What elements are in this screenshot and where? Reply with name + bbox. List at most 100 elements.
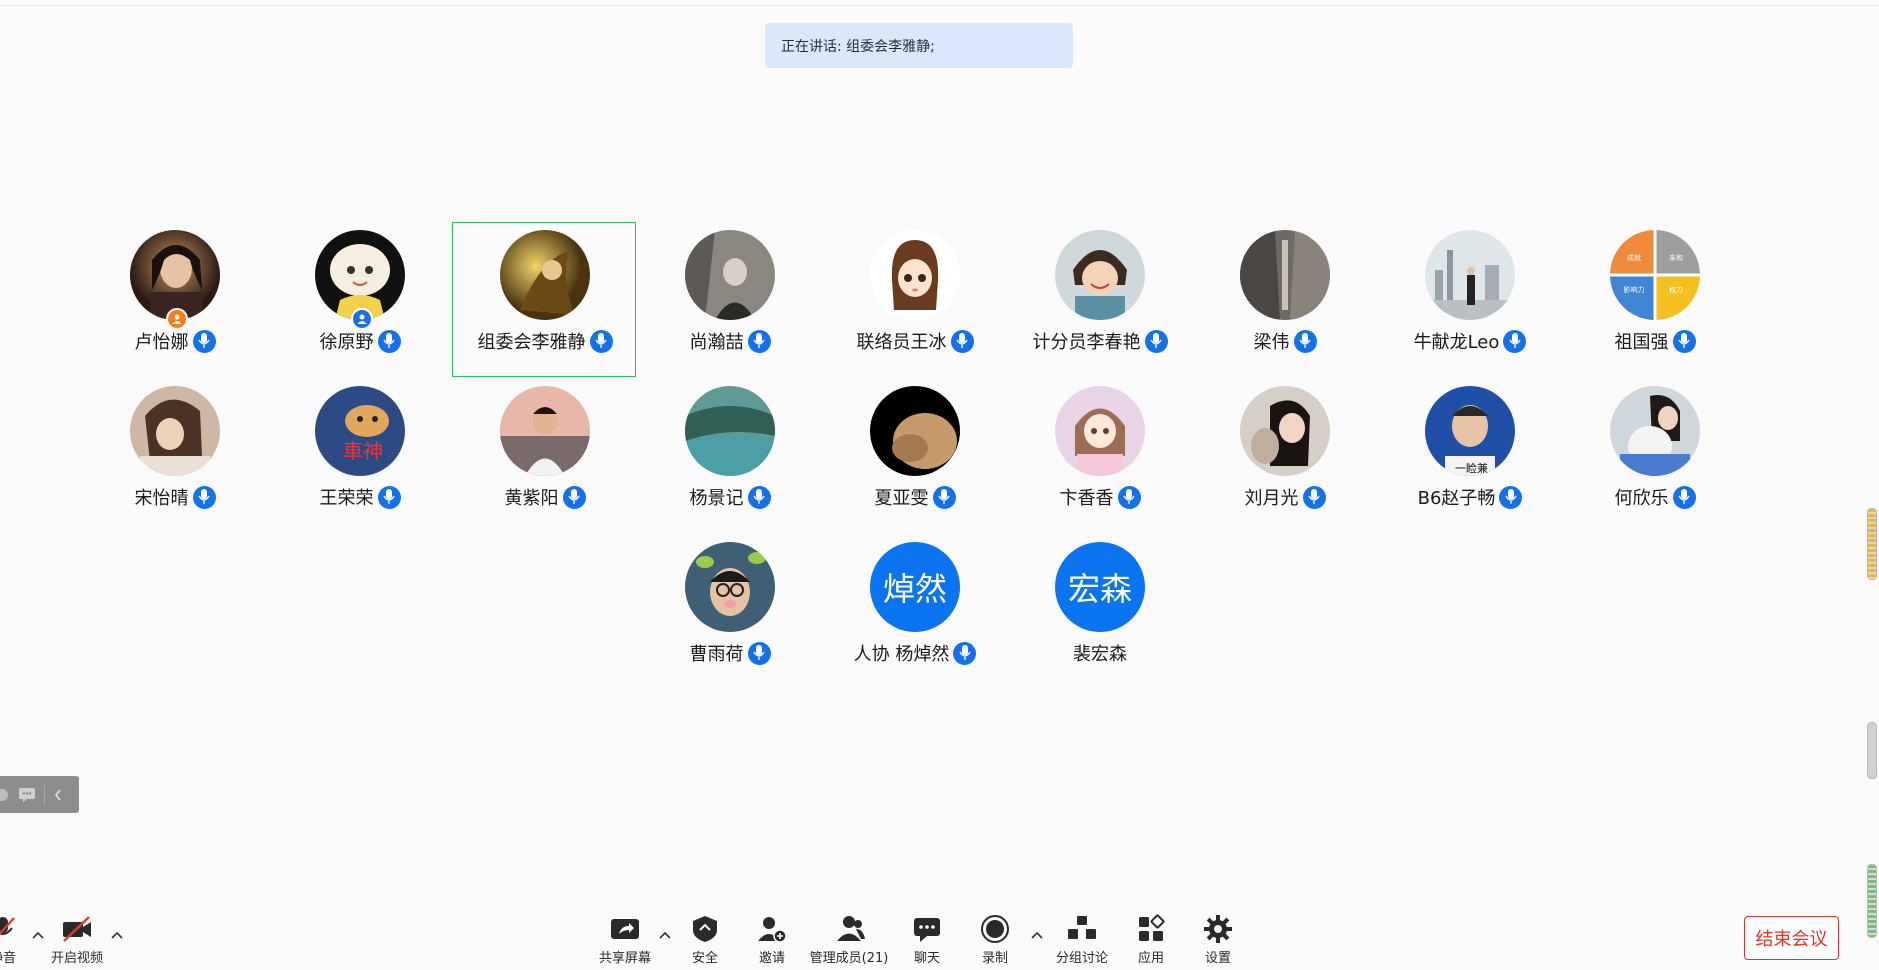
name-row: 卢怡娜 xyxy=(83,328,267,354)
start-video-button[interactable]: 开启视频 xyxy=(32,914,122,966)
mic-icon[interactable] xyxy=(747,641,771,665)
name-row: 卞香香 xyxy=(1008,484,1192,510)
name-row: 杨景记 xyxy=(638,484,822,510)
participant-name: 夏亚雯 xyxy=(874,488,929,509)
record-icon xyxy=(981,915,1009,943)
mic-icon[interactable] xyxy=(747,485,771,509)
mic-icon[interactable] xyxy=(589,329,613,353)
security-button[interactable]: 安全 xyxy=(660,914,750,966)
participant-tile[interactable]: 尚瀚喆 xyxy=(637,222,821,377)
mic-icon[interactable] xyxy=(932,485,956,509)
avatar xyxy=(1425,230,1515,320)
breakout-rooms-button[interactable]: 分组讨论 xyxy=(1037,914,1127,966)
invite-button[interactable]: 邀请 xyxy=(727,914,817,966)
chat-button[interactable]: 聊天 xyxy=(882,914,972,966)
participant-tile[interactable]: 杨景记 xyxy=(637,378,821,533)
avatar xyxy=(870,386,960,476)
avatar-initials: 焯然 xyxy=(882,570,947,608)
video-label: 开启视频 xyxy=(50,951,103,966)
video-off-icon xyxy=(63,916,91,942)
mic-icon[interactable] xyxy=(950,329,974,353)
name-row: 祖国强 xyxy=(1563,328,1747,354)
scrollbar-thumb[interactable] xyxy=(1867,722,1877,779)
mic-icon[interactable] xyxy=(192,485,216,509)
chat-small-icon xyxy=(19,787,35,802)
participant-tile[interactable]: 徐原野 xyxy=(267,222,451,377)
caret-up-icon[interactable] xyxy=(1031,930,1043,940)
chat-label: 聊天 xyxy=(913,951,940,966)
mic-icon[interactable] xyxy=(1144,329,1168,353)
caret-up-icon[interactable] xyxy=(659,930,671,940)
members-icon xyxy=(837,916,865,941)
mic-icon[interactable] xyxy=(747,329,771,353)
mic-icon[interactable] xyxy=(1117,485,1141,509)
mic-icon[interactable] xyxy=(192,329,216,353)
mic-icon[interactable] xyxy=(1672,329,1696,353)
participant-tile[interactable]: 黄紫阳 xyxy=(452,378,636,533)
participant-tile[interactable]: 成就 亲和 影响力 权力 祖国强 xyxy=(1562,222,1746,377)
participant-tile[interactable]: 宏森 裴宏森 xyxy=(1007,534,1191,689)
name-row: 人协 杨焯然 xyxy=(823,640,1007,666)
participant-tile[interactable]: 联络员王冰 xyxy=(822,222,1006,377)
participant-tile[interactable]: 卢怡娜 xyxy=(82,222,266,377)
mic-icon[interactable] xyxy=(377,329,401,353)
share-screen-button[interactable]: 共享屏幕 xyxy=(580,914,670,966)
add-user-icon xyxy=(758,917,787,943)
name-row: 牛献龙Leo xyxy=(1378,328,1562,354)
name-row: 宋怡晴 xyxy=(83,484,267,510)
participant-tile[interactable]: 車神 王荣荣 xyxy=(267,378,451,533)
participant-name: 杨景记 xyxy=(689,488,744,509)
participant-tile[interactable]: 牛献龙Leo xyxy=(1377,222,1561,377)
name-row: 徐原野 xyxy=(268,328,452,354)
participant-tile[interactable]: 一睑兼 B6赵子畅 xyxy=(1377,378,1561,533)
mic-icon[interactable] xyxy=(377,485,401,509)
participant-tile[interactable]: 宋怡晴 xyxy=(82,378,266,533)
avatar: 焯然 xyxy=(870,542,960,632)
participant-tile[interactable]: 何欣乐 xyxy=(1562,378,1746,533)
speaking-text: 正在讲话: 组委会李雅静; xyxy=(781,38,935,55)
participant-tile[interactable]: 曹雨荷 xyxy=(637,534,821,689)
mic-icon[interactable] xyxy=(1499,485,1523,509)
mic-icon[interactable] xyxy=(953,641,977,665)
avatar xyxy=(1610,386,1700,476)
participant-tile[interactable]: 梁伟 xyxy=(1192,222,1376,377)
record-button[interactable]: 录制 xyxy=(950,914,1040,966)
participant-tile[interactable]: 刘月光 xyxy=(1192,378,1376,533)
avatar xyxy=(1240,386,1330,476)
apps-button[interactable]: 应用 xyxy=(1106,914,1196,966)
mic-icon[interactable] xyxy=(1672,485,1696,509)
mic-icon[interactable] xyxy=(562,485,586,509)
floating-mini-panel[interactable] xyxy=(0,776,79,813)
mic-icon[interactable] xyxy=(1503,329,1527,353)
mic-icon[interactable] xyxy=(1302,485,1326,509)
name-row: 组委会李雅静 xyxy=(453,328,637,354)
participant-tile-active[interactable]: 组委会李雅静 xyxy=(452,222,636,377)
caret-up-icon[interactable] xyxy=(111,930,123,940)
caret-up-icon[interactable] xyxy=(32,930,44,940)
apps-grid-icon xyxy=(1139,914,1165,941)
settings-button[interactable]: 设置 xyxy=(1173,914,1263,966)
participant-tile[interactable]: 夏亚雯 xyxy=(822,378,1006,533)
avatar xyxy=(500,386,590,476)
mic-icon[interactable] xyxy=(1293,329,1317,353)
avatar xyxy=(685,542,775,632)
avatar: 車神 xyxy=(315,386,405,476)
share-label: 共享屏幕 xyxy=(598,951,651,966)
participant-tile[interactable]: 计分员李春艳 xyxy=(1007,222,1191,377)
avatar-quadrant-label: 成就 xyxy=(1627,253,1641,262)
mute-button[interactable]: 静音 xyxy=(0,914,48,966)
mute-label: 静音 xyxy=(0,951,16,966)
name-row: 黄紫阳 xyxy=(453,484,637,510)
avatar xyxy=(130,386,220,476)
participant-tile[interactable]: 焯然 人协 杨焯然 xyxy=(822,534,1006,689)
name-row: 夏亚雯 xyxy=(823,484,1007,510)
participant-name: 尚瀚喆 xyxy=(689,332,744,353)
name-row: 裴宏森 xyxy=(1008,640,1192,666)
avatar-graffiti: 車神 xyxy=(343,439,383,463)
participant-tile[interactable]: 卞香香 xyxy=(1007,378,1191,533)
end-meeting-button[interactable]: 结束会议 xyxy=(1744,916,1839,960)
participant-name: 卞香香 xyxy=(1059,488,1114,509)
participant-name: 牛献龙Leo xyxy=(1413,332,1500,353)
manage-members-button[interactable]: 管理成员(21) xyxy=(804,914,894,966)
apps-label: 应用 xyxy=(1137,951,1164,966)
